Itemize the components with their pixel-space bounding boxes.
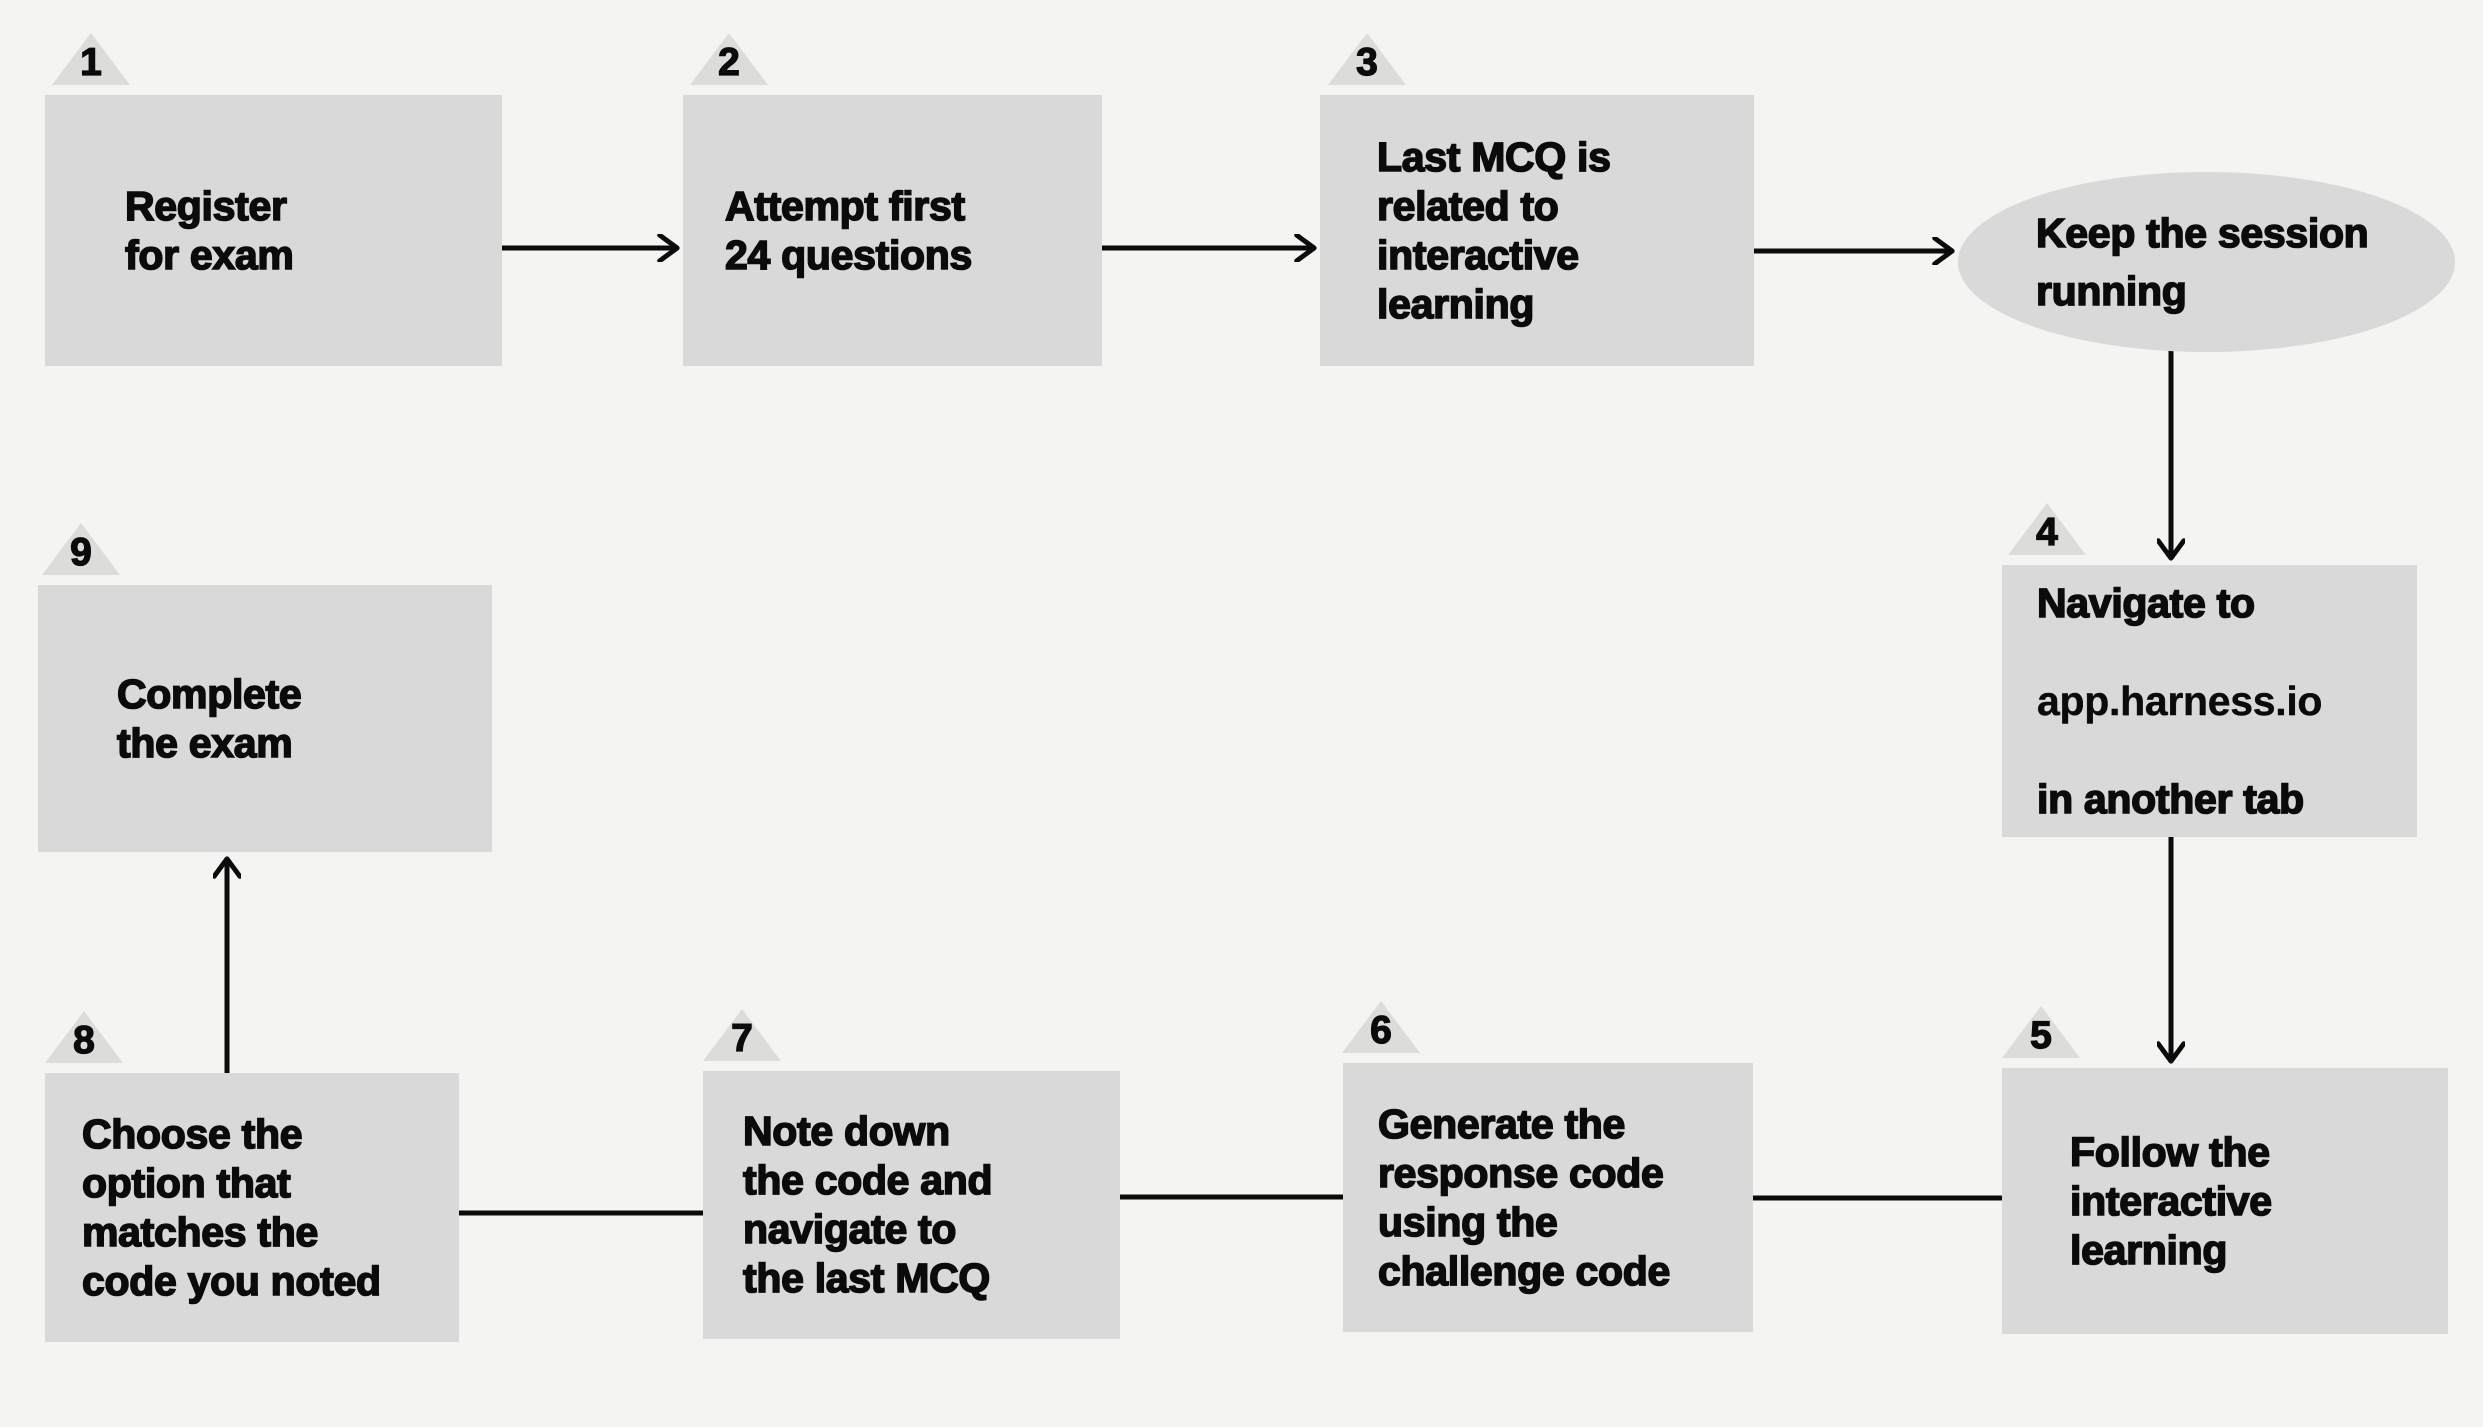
step-4-box: Navigate to app.harness.io in another ta…	[2002, 565, 2417, 837]
step-6-number: 6	[1369, 1009, 1392, 1052]
step-8-number: 8	[72, 1019, 95, 1062]
step-4-line-3: in another tab	[2036, 775, 2305, 823]
step-4-line-url: app.harness.io	[2037, 677, 2323, 724]
step-6-box: Generate the response code using the cha…	[1343, 1063, 1753, 1332]
step-3-box: Last MCQ is related to interactive learn…	[1320, 95, 1754, 366]
step-8-marker: 8	[45, 1011, 123, 1063]
step-1-marker: 1	[52, 33, 130, 85]
step-9-box: Complete the exam	[38, 585, 492, 852]
step-7-box: Note down the code and navigate to the l…	[703, 1071, 1120, 1339]
step-3-marker: 3	[1328, 33, 1406, 85]
step-6-marker: 6	[1342, 1001, 1420, 1053]
step-2-label: Attempt first 24 questions	[724, 182, 973, 279]
step-6-label: Generate the response code using the cha…	[1377, 1100, 1671, 1295]
step-3-number: 3	[1355, 41, 1378, 84]
step-7-number: 7	[730, 1017, 753, 1060]
step-4-number: 4	[2035, 511, 2058, 554]
step-5-box: Follow the interactive learning	[2002, 1068, 2448, 1334]
step-1-number: 1	[79, 41, 102, 84]
step-2-number: 2	[717, 41, 740, 84]
step-5-marker: 5	[2002, 1006, 2080, 1058]
step-7-label: Note down the code and navigate to the l…	[742, 1107, 993, 1302]
step-2-marker: 2	[690, 33, 768, 85]
step-4-label: Navigate to app.harness.io in another ta…	[2036, 530, 2323, 873]
step-8-box: Choose the option that matches the code …	[45, 1073, 459, 1342]
step-8-label: Choose the option that matches the code …	[81, 1110, 382, 1305]
session-label: Keep the session running	[2035, 209, 2369, 315]
step-7-marker: 7	[703, 1009, 781, 1061]
step-9-marker: 9	[42, 523, 120, 575]
step-4-line-1: Navigate to	[2036, 579, 2256, 627]
step-9-label: Complete the exam	[116, 670, 302, 767]
session-ellipse: Keep the session running	[1958, 172, 2455, 352]
step-1-label: Register for exam	[124, 182, 294, 279]
step-5-label: Follow the interactive learning	[2069, 1128, 2273, 1274]
step-9-number: 9	[69, 531, 92, 574]
step-5-number: 5	[2029, 1014, 2052, 1057]
step-1-box: Register for exam	[45, 95, 502, 366]
step-3-label: Last MCQ is related to interactive learn…	[1376, 133, 1612, 328]
step-2-box: Attempt first 24 questions	[683, 95, 1102, 366]
